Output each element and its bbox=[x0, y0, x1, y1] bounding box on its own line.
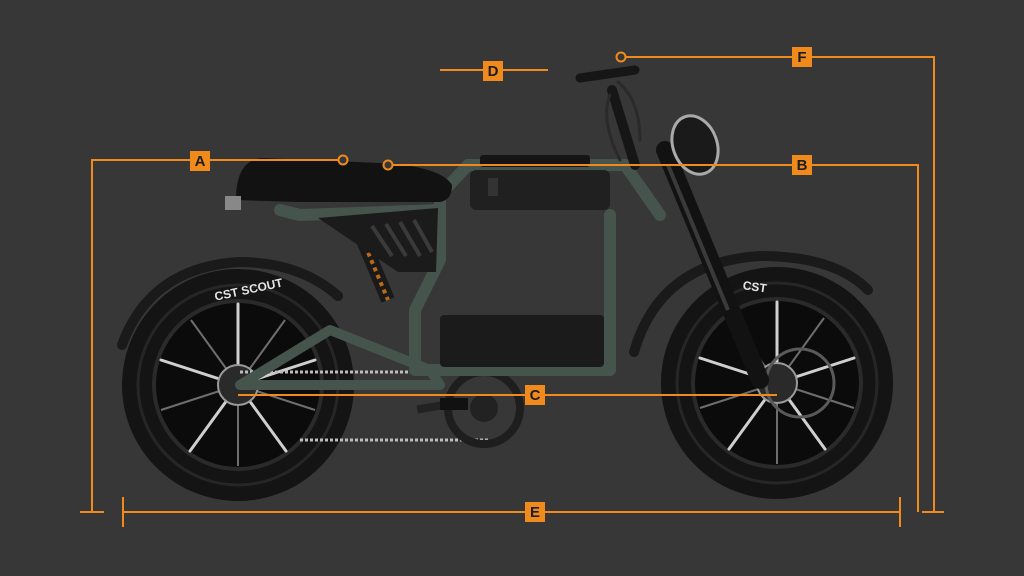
front-fender bbox=[629, 250, 873, 357]
dimension-e-line bbox=[122, 497, 901, 527]
battery bbox=[470, 170, 610, 210]
seat bbox=[225, 158, 452, 210]
label-b: B bbox=[792, 155, 812, 175]
handlebar bbox=[575, 65, 642, 170]
dimension-a-line bbox=[80, 154, 349, 513]
front-tire-brand: CST bbox=[742, 278, 768, 295]
tail-light bbox=[225, 196, 241, 210]
rear-fender bbox=[117, 256, 343, 350]
dimension-lines bbox=[80, 51, 944, 527]
dimension-f-line bbox=[615, 51, 944, 513]
label-f: F bbox=[792, 47, 812, 67]
front-wheel: CST bbox=[661, 267, 893, 499]
bike-illustration: CST SCOUT CST bbox=[117, 65, 893, 501]
front-fork bbox=[656, 141, 769, 389]
label-b-text: B bbox=[797, 157, 808, 174]
label-c-text: C bbox=[530, 387, 541, 404]
label-a-text: A bbox=[195, 153, 206, 170]
lower-panel bbox=[440, 315, 604, 367]
side-cover bbox=[318, 208, 438, 272]
dimension-b-line bbox=[382, 159, 919, 512]
dimension-labels: A B C D E F bbox=[190, 47, 812, 522]
headlight bbox=[670, 114, 720, 176]
label-e: E bbox=[525, 502, 545, 522]
label-c: C bbox=[525, 385, 545, 405]
label-a: A bbox=[190, 151, 210, 171]
label-d-text: D bbox=[488, 63, 499, 80]
label-e-text: E bbox=[530, 504, 540, 521]
label-f-text: F bbox=[797, 49, 806, 66]
label-d: D bbox=[483, 61, 503, 81]
